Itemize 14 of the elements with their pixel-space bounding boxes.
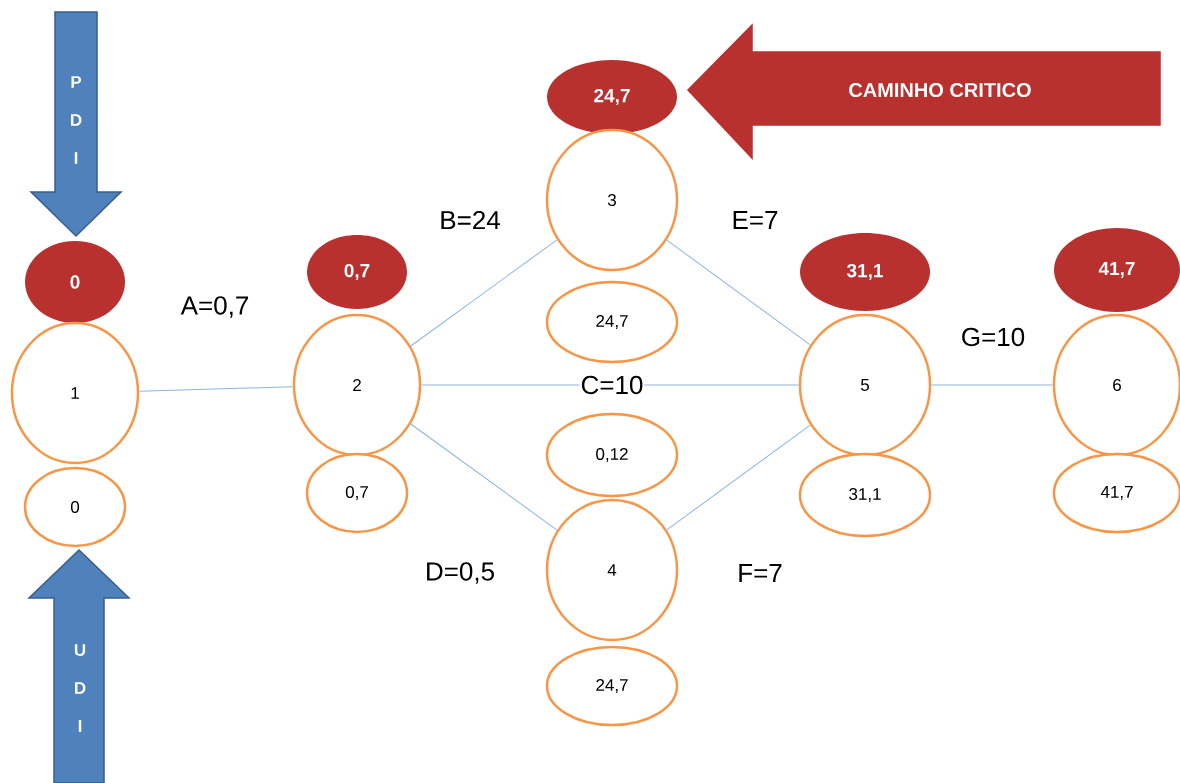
edge-line [410, 239, 558, 347]
edge-label: C=10 [579, 374, 645, 396]
edge-line [666, 239, 811, 346]
edge-label: G=10 [959, 326, 1027, 348]
edge-line [410, 423, 558, 531]
edge-label: D=0,5 [423, 561, 497, 585]
edge-line [666, 424, 811, 531]
node-label: 41,7 [1100, 486, 1133, 500]
edge-line [138, 386, 294, 392]
edge-label: E=7 [730, 210, 780, 230]
edge-label: F=7 [736, 563, 784, 583]
edge-line [930, 384, 1054, 386]
edge-label: A=0,7 [179, 295, 251, 319]
edge-label: B=24 [438, 209, 502, 231]
